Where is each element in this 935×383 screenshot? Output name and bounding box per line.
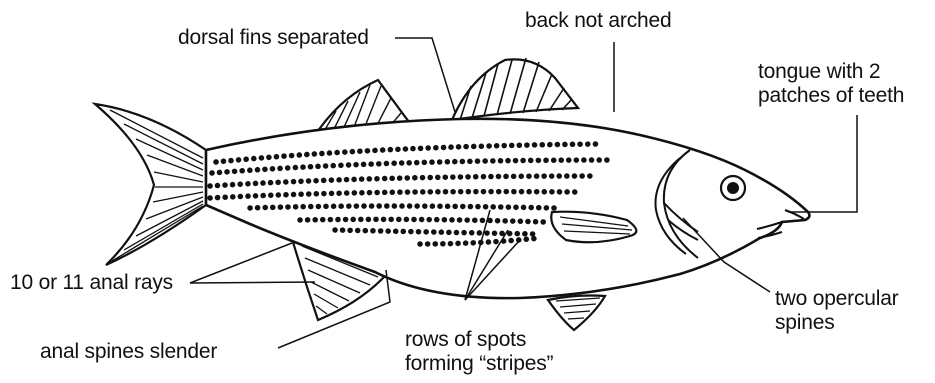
label-rows-line1: rows of spots — [405, 328, 553, 352]
label-back: back not arched — [525, 9, 671, 33]
label-anal-rays: 10 or 11 anal rays — [10, 271, 173, 295]
leader-dorsal-fins — [395, 38, 455, 112]
label-tongue-line2: patches of teeth — [758, 84, 904, 108]
leader-tongue — [788, 115, 857, 212]
eye — [721, 176, 745, 200]
label-rows-line2: forming “stripes” — [405, 352, 553, 376]
caudal-fin — [95, 104, 206, 265]
spiny-dorsal-fin — [452, 58, 578, 120]
label-anal-spines: anal spines slender — [40, 340, 217, 364]
pelvic-fin — [548, 296, 605, 331]
label-opercular-line2: spines — [775, 311, 898, 335]
leader-anal-rays — [190, 243, 292, 283]
label-tongue: tongue with 2 patches of teeth — [758, 60, 904, 108]
spot-row — [250, 206, 555, 208]
leader-anal-rays-2 — [190, 282, 315, 283]
label-opercular-line1: two opercular — [775, 287, 898, 311]
label-dorsal-fins: dorsal fins separated — [178, 26, 369, 50]
label-tongue-line1: tongue with 2 — [758, 60, 904, 84]
label-rows-of-spots: rows of spots forming “stripes” — [405, 328, 553, 376]
label-opercular-spines: two opercular spines — [775, 287, 898, 335]
